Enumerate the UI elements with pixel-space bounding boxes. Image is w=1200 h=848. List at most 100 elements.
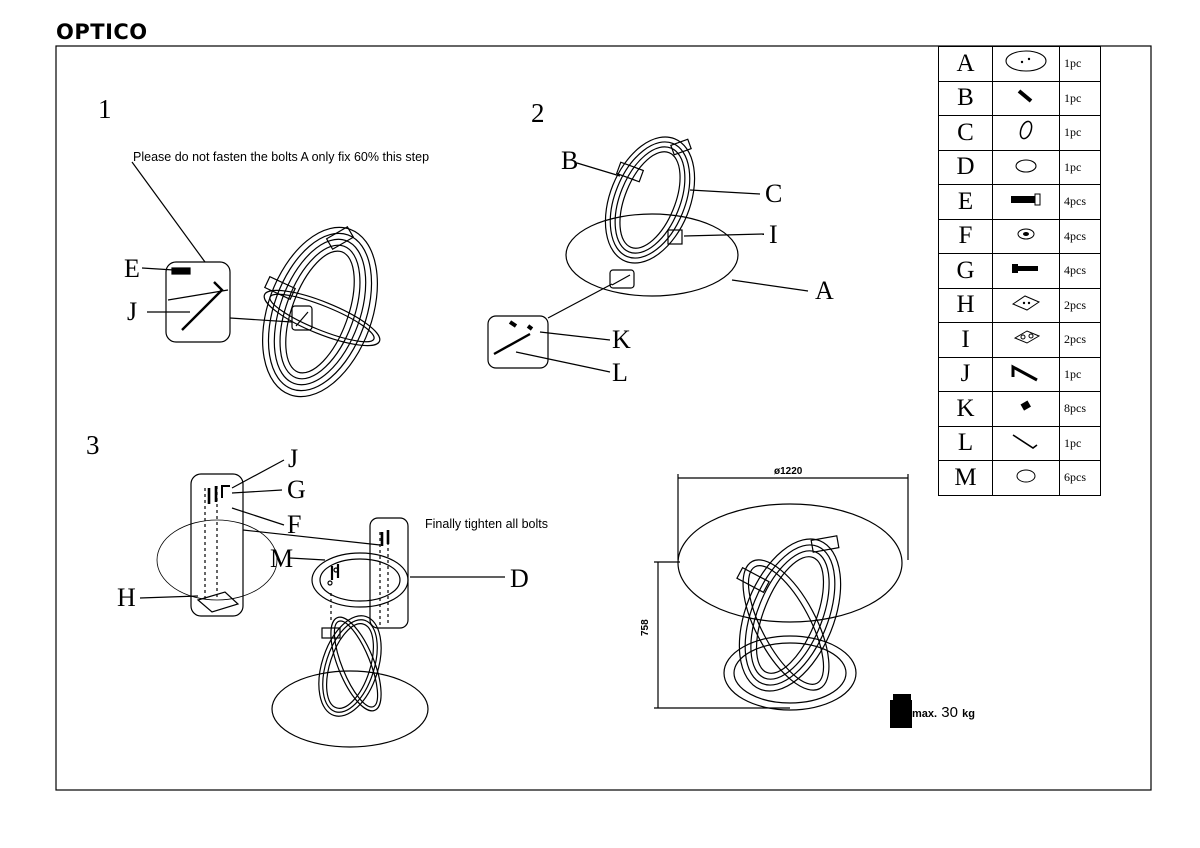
glass-top-icon: [992, 46, 1060, 82]
oval-frame-icon: [992, 115, 1060, 151]
parts-row: F 4pcs: [938, 218, 1101, 254]
part-quantity: 4pcs: [1059, 253, 1101, 289]
ring-frame-icon: [604, 136, 696, 264]
part-letter: J: [938, 356, 993, 392]
allen-key-icon: [181, 281, 224, 331]
washer-icon: [992, 218, 1060, 254]
parts-row: H 2pcs: [938, 287, 1101, 323]
part-letter: E: [938, 184, 993, 220]
part-quantity: 1pc: [1059, 425, 1101, 461]
max-weight-unit: kg: [962, 708, 975, 720]
connector-plate-icon: [992, 322, 1060, 358]
parts-row: A 1pc: [938, 46, 1101, 82]
step1-note: Please do not fasten the bolts A only fi…: [133, 150, 430, 164]
part-quantity: 1pc: [1059, 80, 1101, 116]
part-quantity: 8pcs: [1059, 391, 1101, 427]
parts-row: I 2pcs: [938, 322, 1101, 358]
mounting-plate-icon: [992, 287, 1060, 323]
part-letter: K: [938, 391, 993, 427]
mounting-plate-icon: [196, 591, 240, 613]
pad-icon: [992, 460, 1060, 496]
base-disc-icon: [271, 670, 429, 748]
part-letter: H: [938, 287, 993, 323]
max-weight-value: 30: [941, 704, 958, 721]
base-disc-icon: [723, 635, 857, 711]
glass-top-icon: [565, 213, 739, 297]
grub-screw-icon: [508, 320, 518, 328]
callout-j: J: [127, 297, 138, 326]
step-number-3: 3: [86, 430, 100, 460]
part-quantity: 2pcs: [1059, 287, 1101, 323]
part-letter: A: [938, 46, 993, 82]
parts-row: E 4pcs: [938, 184, 1101, 220]
bolt-icon: [171, 267, 191, 275]
callout-l: L: [612, 358, 628, 387]
step3-note: Finally tighten all bolts: [425, 517, 548, 531]
part-letter: G: [938, 253, 993, 289]
parts-row: K 8pcs: [938, 391, 1101, 427]
part-letter: B: [938, 80, 993, 116]
parts-row: G 4pcs: [938, 253, 1101, 289]
part-quantity: 1pc: [1059, 46, 1101, 82]
part-letter: M: [938, 460, 993, 496]
part-letter: I: [938, 322, 993, 358]
height-dimension: 758: [640, 619, 651, 636]
parts-row: D 1pc: [938, 149, 1101, 185]
ring-frame-icon: [318, 615, 382, 717]
part-quantity: 4pcs: [1059, 184, 1101, 220]
callout-g: G: [287, 475, 306, 504]
short-rod-icon: [992, 80, 1060, 116]
callout-j-step3: J: [288, 444, 299, 473]
parts-row: J 1pc: [938, 356, 1101, 392]
screw-icon: [992, 253, 1060, 289]
step-number-1: 1: [98, 94, 112, 124]
drawing-border: [55, 45, 1152, 791]
glass-top-icon: [677, 503, 903, 623]
part-quantity: 1pc: [1059, 149, 1101, 185]
step-number-2: 2: [531, 98, 545, 128]
bolt-icon: [992, 184, 1060, 220]
step2-illustration: [487, 136, 809, 373]
callout-f: F: [287, 510, 302, 539]
part-quantity: 1pc: [1059, 356, 1101, 392]
parts-row: L 1pc: [938, 425, 1101, 461]
parts-row: C 1pc: [938, 115, 1101, 151]
callout-a: A: [815, 276, 834, 305]
callout-i: I: [769, 220, 778, 249]
part-quantity: 1pc: [1059, 115, 1101, 151]
callout-b: B: [561, 146, 579, 175]
callout-k: K: [612, 325, 631, 354]
callout-d: D: [510, 564, 529, 593]
callout-e: E: [124, 254, 140, 283]
step1-illustration: [131, 161, 381, 398]
small-allen-key-icon: [493, 332, 531, 356]
base-ring-icon: [311, 552, 409, 608]
grub-screw-icon: [992, 391, 1060, 427]
ring-frame-icon: [736, 535, 842, 692]
page-title: OPTICO: [56, 20, 148, 44]
part-letter: D: [938, 149, 993, 185]
allen-key-icon: [992, 356, 1060, 392]
diameter-dimension: ø1220: [774, 466, 803, 477]
base-disc-icon: [992, 149, 1060, 185]
part-letter: L: [938, 425, 993, 461]
callout-c: C: [765, 179, 783, 208]
max-weight-prefix: max.: [912, 708, 938, 720]
part-quantity: 6pcs: [1059, 460, 1101, 496]
part-quantity: 2pcs: [1059, 322, 1101, 358]
callout-h: H: [117, 583, 136, 612]
parts-row: M 6pcs: [938, 460, 1101, 496]
ring-frame-icon: [262, 225, 381, 398]
part-letter: C: [938, 115, 993, 151]
part-letter: F: [938, 218, 993, 254]
callout-m: M: [270, 544, 294, 573]
assembled-table-view: [654, 474, 912, 728]
step3-illustration: [139, 459, 505, 748]
weight-icon: [890, 694, 912, 728]
max-weight: max. 30 kg: [912, 704, 975, 721]
part-quantity: 4pcs: [1059, 218, 1101, 254]
small-allen-key-icon: [992, 425, 1060, 461]
parts-row: B 1pc: [938, 80, 1101, 116]
